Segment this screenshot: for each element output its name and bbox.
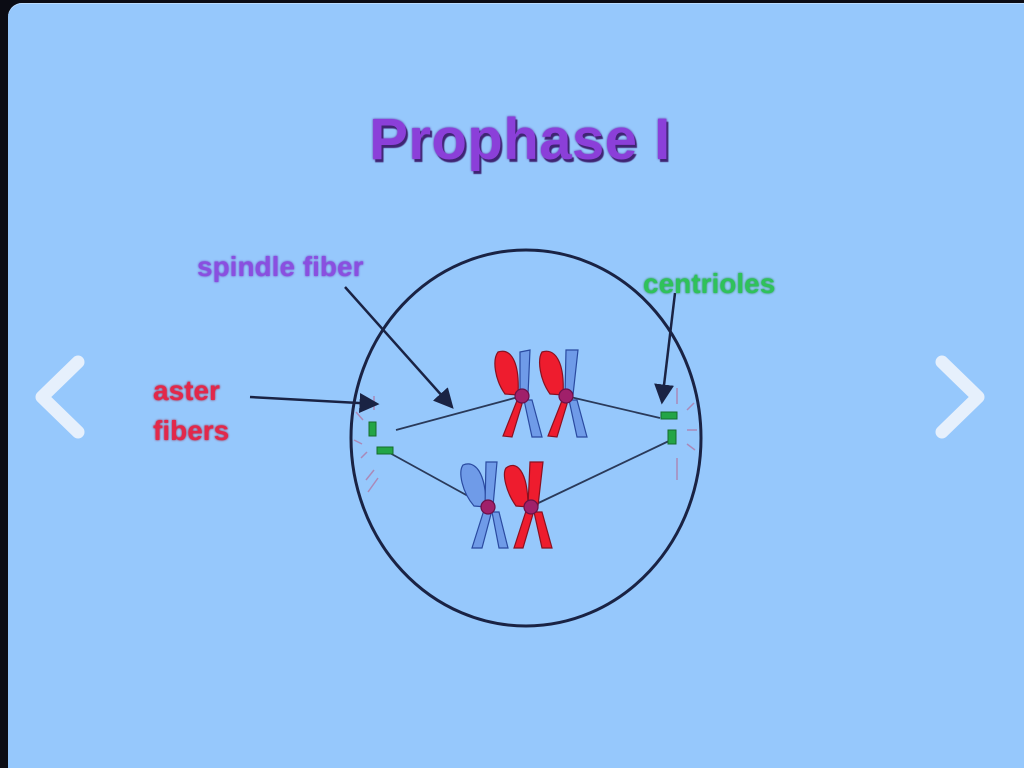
chromosome-top-2 <box>539 349 588 438</box>
centromere <box>480 499 496 515</box>
cell-membrane <box>349 248 703 628</box>
centrioles-arrow <box>654 292 677 405</box>
centromere <box>514 388 530 404</box>
aster-label-line2: fibers <box>153 415 230 446</box>
chromosome-bottom-2 <box>503 461 553 549</box>
spindle-fiber-label: spindle fiber <box>197 251 364 282</box>
aster-fibers-label: aster fibers <box>153 371 229 451</box>
aster-label-line1: aster <box>153 375 220 406</box>
centromere <box>558 388 574 404</box>
next-slide-button[interactable] <box>928 350 988 445</box>
slide-title: Prophase I <box>369 107 671 172</box>
aster-fibers-arrow <box>249 393 380 414</box>
centrioles-left <box>368 421 394 455</box>
chromosome-bottom-1 <box>460 461 509 549</box>
chromosome-top-1 <box>494 349 543 438</box>
centromere <box>523 499 539 515</box>
centrioles-label: centrioles <box>643 268 776 299</box>
spindle-fiber-arrow <box>344 286 454 409</box>
aster-fibers-right <box>676 388 697 480</box>
centrioles-right <box>660 411 678 445</box>
aster-fibers-left <box>353 396 379 493</box>
chevron-left-icon <box>35 355 85 439</box>
chevron-right-icon <box>935 355 985 439</box>
previous-slide-button[interactable] <box>30 350 90 445</box>
